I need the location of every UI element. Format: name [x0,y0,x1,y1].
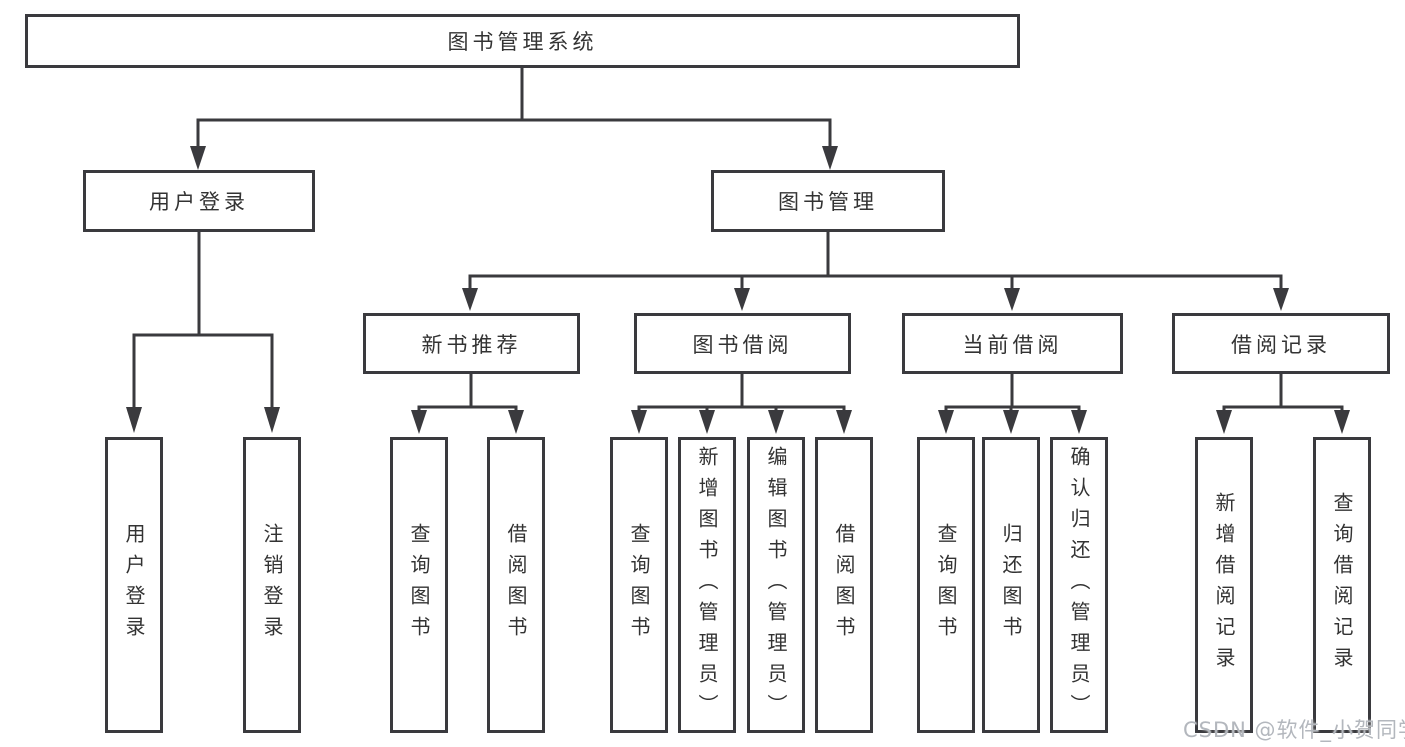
leaf-user-login-label: 用户登录 [122,523,146,647]
arrow-down-icon [836,410,852,434]
leaf-query-borrow-record: 查询借阅记录 [1313,437,1371,733]
arrow-down-icon [1003,410,1019,434]
arrow-down-icon [822,146,838,170]
arrow-down-icon [508,410,524,434]
node-current-borrow-label: 当前借阅 [962,332,1063,357]
leaf-add-book-admin: 新增图书（管理员） [678,437,736,733]
node-book-borrow-label: 图书借阅 [692,332,793,357]
csdn-watermark: CSDN @软件_小贺同学 [1183,718,1405,742]
arrow-down-icon [264,407,280,433]
node-user-login: 用户登录 [83,170,315,232]
leaf-query-books-borrow: 查询图书 [610,437,668,733]
leaf-edit-book-admin: 编辑图书（管理员） [747,437,805,733]
arrow-down-icon [1334,410,1350,434]
leaf-query-borrow-record-label: 查询借阅记录 [1330,492,1354,678]
arrow-down-icon [768,410,784,434]
leaf-return-book-label: 归还图书 [999,523,1023,647]
leaf-edit-book-admin-label: 编辑图书（管理员） [764,445,788,725]
arrow-down-icon [938,410,954,434]
node-book-borrow: 图书借阅 [634,313,851,374]
leaf-borrow-books-label: 借阅图书 [832,523,856,647]
arrow-down-icon [699,410,715,434]
leaf-return-book: 归还图书 [982,437,1040,733]
leaf-add-book-admin-label: 新增图书（管理员） [695,445,719,725]
node-root: 图书管理系统 [25,14,1020,68]
arrow-down-icon [734,288,750,311]
connector-root-children [196,66,832,148]
connector-user-login-children [132,230,274,409]
leaf-logout: 注销登录 [243,437,301,733]
connector-current-borrow-children [944,372,1081,413]
leaf-borrow-books: 借阅图书 [815,437,873,733]
node-user-login-label: 用户登录 [149,190,249,214]
arrow-down-icon [462,288,478,311]
node-book-management: 图书管理 [711,170,945,232]
arrow-down-icon [1004,288,1020,311]
node-book-management-label: 图书管理 [778,190,878,214]
connector-book-mgmt-children [468,230,1283,291]
leaf-add-borrow-record-label: 新增借阅记录 [1212,492,1236,678]
connector-new-books-children [417,372,518,413]
leaf-user-login: 用户登录 [105,437,163,733]
arrow-down-icon [126,407,142,433]
node-current-borrow: 当前借阅 [902,313,1123,374]
leaf-query-books-recommend: 查询图书 [390,437,448,733]
arrow-down-icon [1071,410,1087,434]
connector-borrow-records-children [1222,372,1344,413]
arrow-down-icon [1216,410,1232,434]
node-borrow-records-label: 借阅记录 [1231,332,1331,357]
leaf-query-books-recommend-label: 查询图书 [407,523,431,647]
arrow-down-icon [190,146,206,170]
node-new-book-recommend-label: 新书推荐 [421,332,522,357]
node-root-label: 图书管理系统 [447,30,598,54]
arrow-down-icon [631,410,647,434]
leaf-confirm-return-admin: 确认归还（管理员） [1050,437,1108,733]
leaf-add-borrow-record: 新增借阅记录 [1195,437,1253,733]
leaf-borrow-books-recommend: 借阅图书 [487,437,545,733]
node-borrow-records: 借阅记录 [1172,313,1390,374]
leaf-borrow-books-recommend-label: 借阅图书 [504,523,528,647]
node-new-book-recommend: 新书推荐 [363,313,580,374]
arrow-down-icon [1273,288,1289,311]
leaf-logout-label: 注销登录 [260,523,284,647]
leaf-query-books-current-label: 查询图书 [934,523,958,647]
leaf-confirm-return-admin-label: 确认归还（管理员） [1067,445,1091,725]
leaf-query-books-current: 查询图书 [917,437,975,733]
arrow-down-icon [411,410,427,434]
leaf-query-books-borrow-label: 查询图书 [627,523,651,647]
connector-book-borrow-children [637,372,846,413]
